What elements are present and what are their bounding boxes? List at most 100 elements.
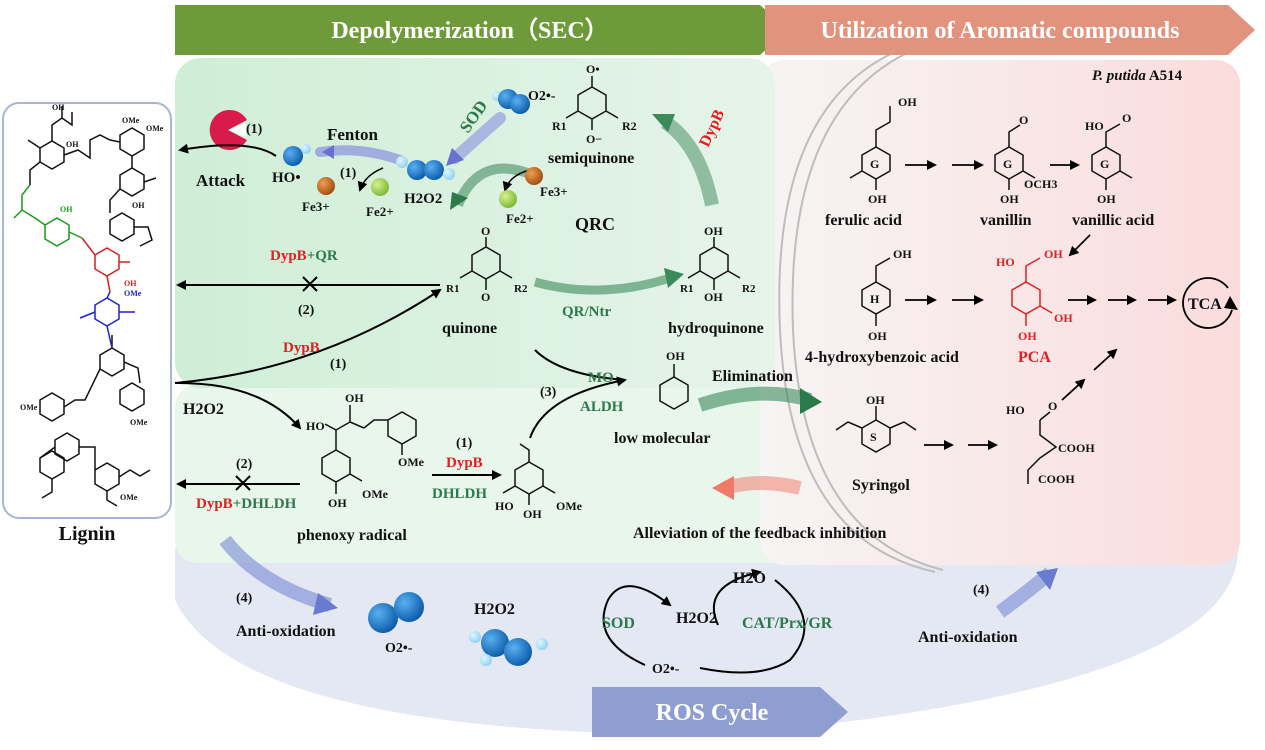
dypb-qr-block-mark (302, 276, 318, 292)
step-2-low-label: (2) (236, 457, 253, 472)
syringol-label: Syringol (852, 477, 910, 494)
step-1-mid-label: (1) (330, 357, 347, 372)
lignin-oh-label-2: OH (66, 140, 79, 149)
qrc-fe3-ion-icon (525, 167, 543, 185)
ferulic-oh-bottom: OH (868, 192, 887, 206)
hydroquinone-oh-bottom: OH (704, 290, 723, 304)
elimination-label: Elimination (712, 368, 793, 385)
membrane-outer (778, 51, 936, 573)
banner-utilization: Utilization of Aromatic compounds (765, 5, 1255, 55)
h2o2-reaction-label: H2O2 (183, 401, 224, 418)
reaction-arrows: DypB+QR (2) DypB (1) H2O2 (2) DypB+DHLDH… (174, 248, 627, 512)
lignin-ome-label-4: OMe (130, 418, 148, 427)
pca-label: PCA (1018, 349, 1051, 366)
phenoxy-side-ring (387, 411, 417, 445)
vanillic-o: O (1122, 111, 1131, 125)
hydroxybenzoic-oh-top: OH (893, 247, 912, 261)
quinone-o-top: O (481, 224, 490, 238)
ros-region: (4) Anti-oxidation O2•- H2O2 SOD H2O2 H2… (219, 535, 1058, 677)
muconate-structure (1027, 420, 1058, 484)
dypb-red-label: DypB (283, 340, 320, 356)
banner-ros-label: ROS Cycle (656, 700, 769, 726)
pca-oh-right: OH (1054, 311, 1073, 325)
muconate-cooh-2: COOH (1038, 472, 1075, 486)
dypb-qrc-gradient-arrow (660, 116, 719, 207)
semiquinone-r2: R2 (622, 119, 637, 133)
sod-gradient-arrow (449, 112, 506, 164)
pca-ho: HO (996, 255, 1015, 269)
banner-utilization-label: Utilization of Aromatic compounds (821, 18, 1180, 44)
aldehyde-ho: HO (495, 499, 514, 513)
lignin-ome-label-2: OMe (146, 124, 164, 133)
phenoxy-ome: OMe (362, 487, 389, 501)
lignin-structure-black (27, 106, 157, 507)
phenoxy-side-ome: OMe (398, 455, 425, 469)
cat-prx-gr-label: CAT/Prx/GR (742, 615, 833, 632)
ferulic-oh-top: OH (898, 95, 917, 109)
membrane-inner (791, 53, 944, 571)
utilization-region: P. putida A514 G OH OH ferulic acid G O … (805, 68, 1238, 494)
semiquinone-r1: R1 (552, 119, 567, 133)
lignin-frame (2, 102, 172, 519)
qrc-fe3-label: Fe3+ (540, 184, 568, 199)
aldehyde-group: HO OH OMe (495, 443, 583, 521)
vanillin-och3: OCH3 (1024, 177, 1057, 191)
lignin-ome-label-1: OMe (122, 116, 140, 125)
sod-cycle-arrow (602, 585, 672, 666)
anti-oxidation-right-label: Anti-oxidation (918, 629, 1018, 646)
anti-oxidation-left-arrow (219, 535, 332, 612)
step-1-low-label: (1) (456, 436, 473, 451)
muconate-o: O (1048, 399, 1057, 413)
vanillin-label: vanillin (980, 212, 1032, 229)
ros-h2o2-label: H2O2 (474, 601, 515, 618)
phenoxy-oh-bottom: OH (328, 496, 347, 510)
qr-ntr-label: QR/Ntr (562, 304, 611, 320)
anti-oxidation-left-label: Anti-oxidation (236, 623, 336, 640)
lignin-oh-label-green: OH (60, 205, 73, 214)
dypb-dhldh-block-mark (235, 475, 251, 491)
dypb-qr-label: DypB+QR (270, 248, 338, 264)
phenoxy-radical-label: phenoxy radical (297, 527, 407, 544)
ros-h2o2-center-label: H2O2 (676, 610, 717, 627)
hydroquinone-oh-top: OH (704, 224, 723, 238)
semiquinone-label: semiquinone (548, 150, 634, 167)
ros-sod-label: SOD (602, 615, 635, 632)
step-2-top-label: (2) (298, 303, 315, 318)
vanillin-oh: OH (1000, 192, 1019, 206)
elimination-gradient-arrow (697, 386, 813, 412)
banner-depolymerization-label: Depolymerization（SEC） (331, 17, 608, 44)
pca-oh-top: OH (1044, 247, 1063, 261)
hydroxybenzoic-oh-bottom: OH (868, 329, 887, 343)
lignin-oh-label-3: OH (132, 201, 145, 210)
lignin-ome-label-blue: OMe (124, 289, 142, 298)
quinone-o-bottom: O (481, 290, 490, 304)
phenoxy-radical-group: OH HO OMe OMe OH phenoxy radical (297, 391, 425, 544)
lignin-structure-red (81, 237, 130, 293)
attack-step-label: (1) (246, 122, 263, 137)
phenoxy-oh-top: OH (345, 391, 364, 405)
aldehyde-oh: OH (523, 507, 542, 521)
semiquinone-o-radical: O• (586, 62, 600, 76)
low-molecular-label: low molecular (614, 430, 710, 447)
aldehyde-ome: OMe (556, 499, 583, 513)
qr-ntr-gradient-arrow (533, 273, 672, 295)
hydroxyl-radical-label: HO• (272, 170, 301, 186)
banner-depolymerization: Depolymerization（SEC） (175, 5, 788, 55)
vanillic-oh: OH (1097, 192, 1116, 206)
lignin-structure-green (13, 184, 83, 247)
qrc-fe2-label: Fe2+ (506, 211, 534, 226)
dypb-dhldh-label: DypB+DHLDH (196, 496, 297, 512)
green-panel (175, 58, 775, 388)
phenol-oh: OH (666, 349, 685, 363)
h2o2-molecule-icon (407, 160, 427, 180)
dhldh-label: DHLDH (432, 486, 487, 502)
ros-superoxide-label: O2•- (385, 641, 413, 656)
syringol-oh: OH (866, 393, 885, 407)
lignin-label: Lignin (59, 523, 116, 545)
lignin-oh-label-red: OH (124, 279, 137, 288)
dypb-to-quinone-arrow (174, 288, 442, 384)
ros-h2o2-icon (481, 629, 509, 657)
hydroxybenzoic-ring-h: H (870, 292, 880, 306)
step-3-label: (3) (540, 385, 557, 400)
